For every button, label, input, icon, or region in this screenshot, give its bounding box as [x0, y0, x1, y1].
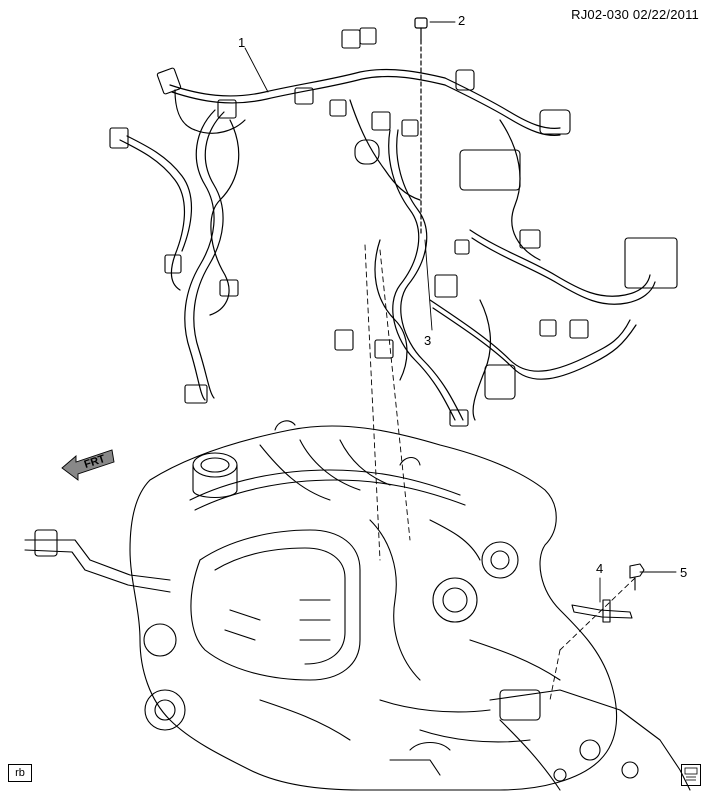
- callout-1: 1: [238, 35, 246, 50]
- callout-5: 5: [680, 565, 688, 580]
- callout-3: 3: [424, 333, 432, 348]
- figure-reference: RJ02-030 02/22/2011: [571, 7, 699, 22]
- wiring-harness: [119, 68, 656, 421]
- footer-code: rb: [8, 764, 32, 782]
- mounting-bracket: [571, 599, 633, 623]
- leader-lines: [244, 21, 677, 603]
- engine-logo-glyph: [684, 767, 698, 781]
- footer-code-text: rb: [15, 767, 25, 779]
- harness-connectors: [109, 27, 678, 427]
- harness-bolt: [414, 17, 428, 236]
- callout-2: 2: [458, 13, 466, 28]
- callout-4: 4: [596, 561, 604, 576]
- front-direction-arrow-icon: [61, 449, 115, 481]
- bracket-nut: [629, 563, 645, 591]
- alignment-lines: [364, 244, 636, 701]
- engine-assembly: [24, 420, 691, 791]
- engine-harness-logo-icon: [681, 764, 701, 786]
